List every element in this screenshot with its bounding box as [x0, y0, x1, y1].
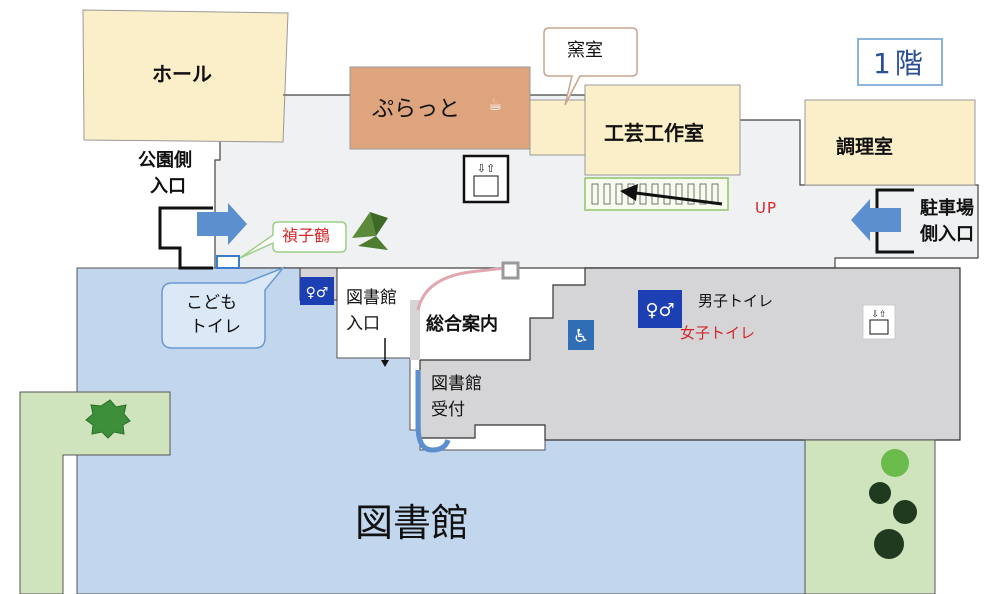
- kids-toilet-label-line2: トイレ: [190, 317, 241, 337]
- elevator-2-arrows: ⇩⇧: [871, 310, 886, 320]
- toilet-icon: [638, 290, 682, 328]
- accessible-toilet-icon: [568, 320, 594, 350]
- info-desk-counter: [416, 266, 506, 311]
- crane-label: 禎子鶴: [282, 226, 331, 245]
- kids-toilet-callout-bubble: [161, 266, 286, 349]
- kiln-room: [529, 99, 586, 156]
- library-reception-counter: [415, 370, 451, 453]
- cooking-room: [804, 99, 976, 186]
- craft-room: [584, 84, 741, 176]
- mens-toilet-label: 男子トイレ: [698, 292, 774, 310]
- hall-label: ホール: [152, 62, 212, 86]
- parking-entrance-label-line2: 側入口: [920, 224, 974, 245]
- svg-text:♀♂: ♀♂: [306, 285, 329, 301]
- garden-left: [19, 391, 171, 594]
- womens-toilet-label: 女子トイレ: [680, 324, 756, 342]
- crane-marker: [216, 255, 240, 269]
- library-entrance-label-line1: 図書館: [346, 288, 397, 308]
- parking-entrance-arrow: [851, 199, 901, 241]
- elevator-1-inner: [473, 175, 499, 197]
- park-entrance-label-line1: 公園側: [138, 150, 192, 171]
- elevator-1: [462, 154, 510, 204]
- tree-left: [85, 399, 131, 439]
- elevator-2-inner: [869, 319, 889, 335]
- crane-callout-bubble: [239, 221, 347, 259]
- park-entrance-wall: [158, 206, 213, 270]
- park-entrance-arrow: [197, 203, 247, 245]
- shrub-4: [874, 529, 904, 559]
- floor-badge: 1階: [857, 38, 943, 86]
- elevator-1-arrows: ⇩⇧: [477, 162, 495, 175]
- library-entrance-label-line2: 入口: [346, 314, 380, 334]
- kids-toilet-label-line1: こども: [186, 293, 237, 313]
- info-desk-post: [501, 261, 520, 280]
- kiln-label: 窯室: [567, 40, 603, 61]
- kiln-callout-bubble: [543, 27, 638, 106]
- library-desk-label-line1: 図書館: [431, 374, 482, 394]
- kids-toilet-icon: [300, 277, 334, 305]
- craft-label: 工芸工作室: [604, 121, 704, 145]
- library-entrance-arrow-head: [381, 360, 389, 367]
- shrub-3: [893, 500, 917, 524]
- shrub-2: [869, 482, 891, 504]
- coffee-cup-icon: ☕: [488, 95, 502, 114]
- stairs-up-arrow-head: [620, 184, 638, 201]
- info-label: 総合案内: [426, 314, 498, 335]
- info-wall: [410, 300, 420, 360]
- shrub-1: [881, 449, 909, 477]
- crane-icon: [352, 212, 388, 250]
- library-label: 図書館: [355, 501, 470, 545]
- stairs: [584, 177, 729, 211]
- stairs-up-arrow-line: [635, 191, 723, 206]
- hall-room: [82, 9, 289, 143]
- cafe-label: ぷらっと: [372, 97, 461, 122]
- cafe-room: [349, 66, 531, 150]
- library-desk-label-line2: 受付: [431, 400, 465, 420]
- svg-text:♀♂: ♀♂: [645, 300, 674, 321]
- service-block: [419, 267, 961, 441]
- svg-text:♿: ♿: [573, 326, 589, 347]
- elevator-2: [862, 304, 896, 340]
- cooking-label: 調理室: [836, 136, 894, 158]
- stairs-up-label: UP: [755, 199, 778, 217]
- parking-entrance-label-line1: 駐車場: [920, 198, 974, 219]
- park-entrance-label-line2: 入口: [150, 176, 186, 197]
